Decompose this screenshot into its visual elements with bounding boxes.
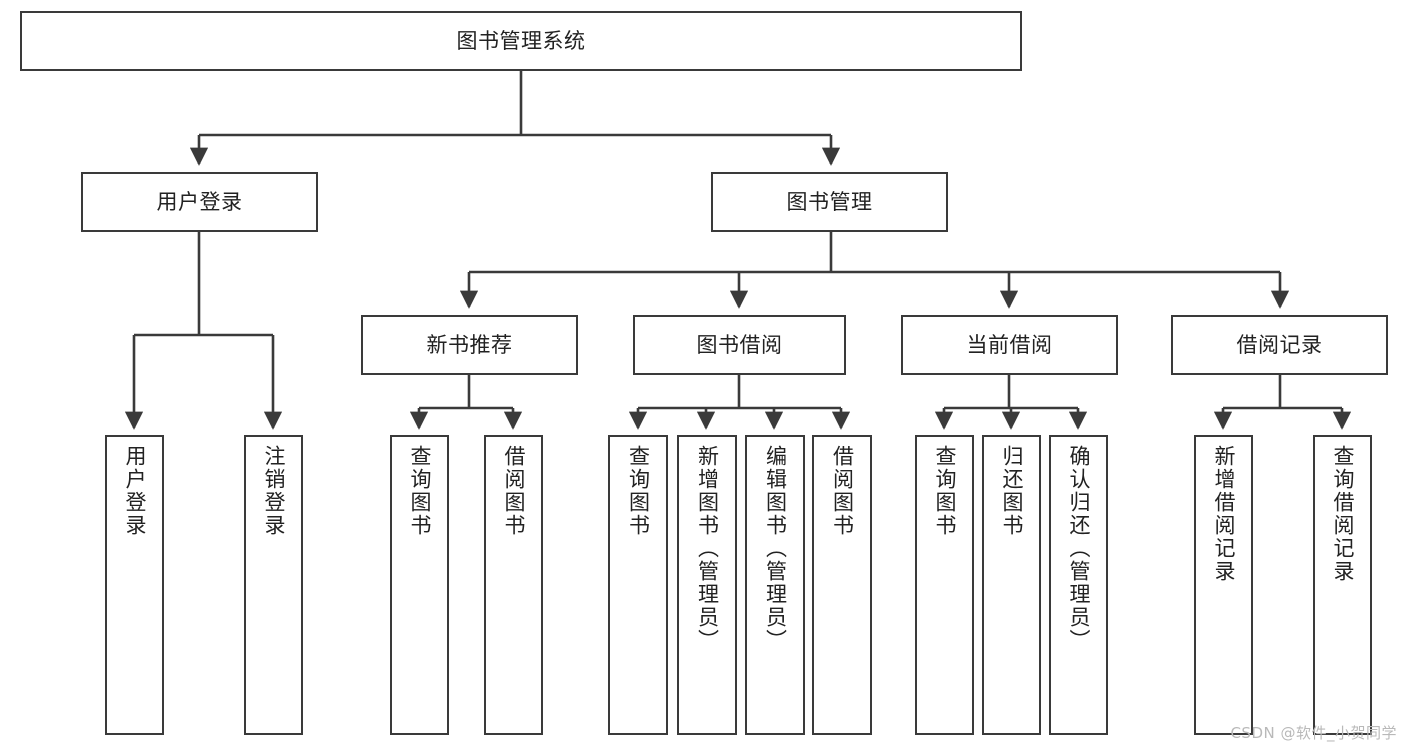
node-current-borrow[interactable]: 当前借阅 xyxy=(901,315,1118,375)
node-borrow-record[interactable]: 借阅记录 xyxy=(1171,315,1388,375)
watermark: CSDN @软件_小贺同学 xyxy=(1230,724,1397,742)
leaf-query-book-2-label: 查询图书 xyxy=(626,445,651,537)
leaf-add-book-label: 新增图书（管理员） xyxy=(695,445,720,652)
leaf-user-login-label: 用户登录 xyxy=(123,445,147,537)
node-root[interactable]: 图书管理系统 xyxy=(20,11,1022,71)
leaf-add-record-label: 新增借阅记录 xyxy=(1212,445,1236,583)
leaf-logout-login-label: 注销登录 xyxy=(262,445,286,537)
leaf-borrow-book-2[interactable]: 借阅图书 xyxy=(812,435,872,735)
leaf-query-book-2[interactable]: 查询图书 xyxy=(608,435,668,735)
leaf-query-book-1-label: 查询图书 xyxy=(408,445,432,537)
leaf-edit-book-label: 编辑图书（管理员） xyxy=(763,445,788,652)
leaf-user-login[interactable]: 用户登录 xyxy=(105,435,164,735)
node-user-login[interactable]: 用户登录 xyxy=(81,172,318,232)
leaf-query-record[interactable]: 查询借阅记录 xyxy=(1313,435,1372,735)
leaf-query-book-1[interactable]: 查询图书 xyxy=(390,435,449,735)
node-current-borrow-label: 当前借阅 xyxy=(966,332,1053,357)
leaf-query-book-3-label: 查询图书 xyxy=(933,445,957,537)
leaf-borrow-book-1-label: 借阅图书 xyxy=(502,445,526,537)
leaf-confirm-return-label: 确认归还（管理员） xyxy=(1067,445,1091,652)
leaf-edit-book[interactable]: 编辑图书（管理员） xyxy=(745,435,805,735)
node-book-borrow-label: 图书借阅 xyxy=(696,332,783,357)
leaf-return-book-label: 归还图书 xyxy=(1000,445,1024,537)
node-new-book-recommend[interactable]: 新书推荐 xyxy=(361,315,578,375)
node-book-manage[interactable]: 图书管理 xyxy=(711,172,948,232)
leaf-logout-login[interactable]: 注销登录 xyxy=(244,435,303,735)
leaf-borrow-book-2-label: 借阅图书 xyxy=(830,445,855,537)
node-user-login-label: 用户登录 xyxy=(156,189,243,214)
leaf-return-book[interactable]: 归还图书 xyxy=(982,435,1041,735)
leaf-add-record[interactable]: 新增借阅记录 xyxy=(1194,435,1253,735)
leaf-confirm-return[interactable]: 确认归还（管理员） xyxy=(1049,435,1108,735)
node-new-book-recommend-label: 新书推荐 xyxy=(426,332,513,357)
leaf-query-record-label: 查询借阅记录 xyxy=(1331,445,1355,583)
node-book-borrow[interactable]: 图书借阅 xyxy=(633,315,846,375)
leaf-borrow-book-1[interactable]: 借阅图书 xyxy=(484,435,543,735)
node-borrow-record-label: 借阅记录 xyxy=(1236,332,1323,357)
node-root-label: 图书管理系统 xyxy=(456,28,586,53)
leaf-add-book[interactable]: 新增图书（管理员） xyxy=(677,435,737,735)
leaf-query-book-3[interactable]: 查询图书 xyxy=(915,435,974,735)
node-book-manage-label: 图书管理 xyxy=(786,189,873,214)
